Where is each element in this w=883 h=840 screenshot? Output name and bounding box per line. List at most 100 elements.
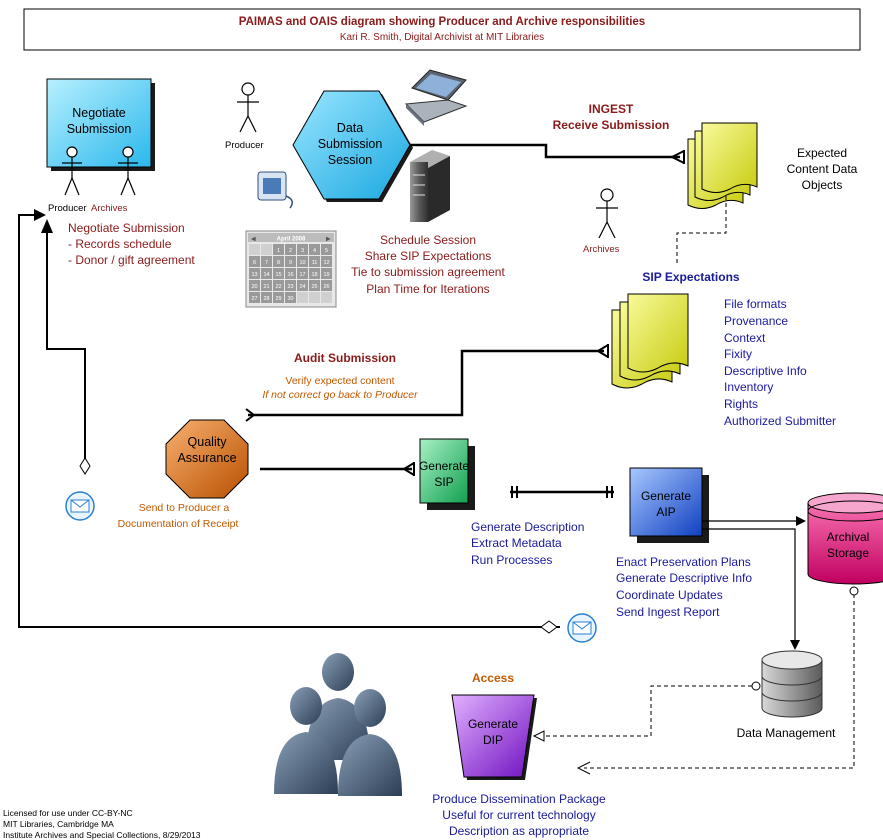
calendar-day: 25	[311, 284, 317, 290]
calendar-cell	[309, 292, 320, 303]
header-box	[23, 8, 861, 51]
calendar-cell	[321, 268, 332, 279]
calendar-cell	[273, 268, 284, 279]
negotiate-actor-producer: Producer	[48, 203, 87, 214]
aip-note: Enact Preservation Plans	[616, 555, 751, 569]
qa-line-2: Assurance	[177, 451, 236, 465]
calendar-cell	[273, 256, 284, 267]
envelope-ingest-report-icon	[567, 613, 597, 643]
receipt-connector	[46, 224, 86, 460]
storage-to-dip-arrowhead	[576, 761, 591, 775]
audit-line-2: If not correct go back to Producer	[262, 389, 418, 401]
access-title: Access	[472, 671, 514, 685]
license-block: Licensed for use under CC-BY-NC MIT Libr…	[3, 808, 201, 840]
calendar-day: 12	[323, 260, 329, 266]
dm-port	[751, 681, 761, 691]
calendar-day: 21	[263, 284, 269, 290]
calendar-cell	[261, 280, 272, 291]
ingest-title-1: INGEST	[589, 102, 634, 116]
calendar-cell	[297, 256, 308, 267]
session-note: Tie to submission agreement	[351, 265, 505, 279]
calendar-day: 17	[299, 272, 305, 278]
sip-expectation-item: Inventory	[724, 380, 773, 394]
ingest-arrowhead	[671, 150, 685, 164]
ingest-archives-actor-icon	[596, 188, 618, 239]
sip-expectation-item: File formats	[724, 297, 787, 311]
aip-line-1: Generate	[641, 489, 691, 503]
dip-line-1: Generate	[468, 717, 518, 731]
data-management-label: Data Management	[737, 726, 836, 740]
calendar-day: 29	[275, 296, 281, 302]
audit-line-1: Verify expected content	[285, 375, 394, 387]
calendar-day: 27	[251, 296, 257, 302]
calendar-day: 5	[325, 248, 328, 254]
sip-note: Run Processes	[471, 553, 552, 567]
ingest-report-diamond	[540, 620, 558, 634]
calendar-cell	[249, 244, 260, 255]
session-note: Schedule Session	[380, 233, 476, 247]
calendar-cell	[321, 244, 332, 255]
audit-title: Audit Submission	[294, 351, 396, 365]
calendar-day: 15	[275, 272, 281, 278]
calendar-day: 4	[313, 248, 316, 254]
sip-expectation-item: Context	[724, 331, 766, 345]
calendar-cell	[249, 256, 260, 267]
calendar-cell	[249, 280, 260, 291]
aip-note: Coordinate Updates	[616, 588, 723, 602]
calendar-day: 24	[299, 284, 305, 290]
negotiate-box-label-2: Submission	[67, 122, 132, 136]
calendar-day: 14	[263, 272, 269, 278]
calendar-day: 18	[311, 272, 317, 278]
calendar-day: 6	[253, 260, 256, 266]
calendar-day: 9	[289, 260, 292, 266]
sip-expectations-list: File formats Provenance Context Fixity D…	[724, 297, 836, 428]
receipt-arrowhead	[41, 219, 53, 233]
calendar-cell	[297, 292, 308, 303]
sip-expectation-item: Authorized Submitter	[724, 414, 836, 428]
negotiate-note: Negotiate Submission	[68, 221, 185, 235]
objects-label-line: Expected	[797, 146, 847, 160]
dm-to-dip-dashed	[544, 685, 752, 737]
dip-line-2: DIP	[483, 733, 503, 747]
audit-arrowhead-right	[597, 344, 609, 358]
sip-expectations-stack	[611, 293, 689, 389]
svg-text:◀: ◀	[251, 237, 256, 243]
svg-text:▶: ▶	[326, 237, 331, 243]
calendar-day: 3	[301, 248, 304, 254]
calendar-day: 19	[323, 272, 329, 278]
calendar-cell	[285, 244, 296, 255]
content-objects-stack	[687, 122, 758, 209]
calendar-day: 20	[251, 284, 257, 290]
objects-label-line: Content Data	[787, 162, 858, 176]
consumers-group-icon	[274, 653, 402, 796]
aip-to-dm-connector	[702, 528, 796, 644]
data-management-database-icon	[761, 650, 823, 718]
session-notes: Schedule Session Share SIP Expectations …	[351, 233, 505, 296]
calendar-day: 23	[287, 284, 293, 290]
aip-line-2: AIP	[656, 505, 675, 519]
license-line: Institute Archives and Special Collectio…	[3, 830, 201, 840]
access-note: Useful for current technology	[442, 808, 595, 822]
sip-aip-bars	[511, 486, 613, 498]
ingest-report-arrowhead	[34, 209, 46, 221]
calendar-cell	[273, 280, 284, 291]
calendar-day: 26	[323, 284, 329, 290]
quality-assurance-octagon	[165, 419, 249, 499]
producer-actor-icon	[237, 82, 259, 133]
actor-producer-icon	[62, 146, 82, 196]
calendar-cell	[309, 268, 320, 279]
calendar-cell	[321, 292, 332, 303]
calendar-cell	[285, 292, 296, 303]
calendar-cell	[261, 256, 272, 267]
calendar-day: 8	[277, 260, 280, 266]
storage-line-1: Archival	[827, 530, 870, 544]
ingest-connector	[410, 143, 680, 159]
hex-label-1: Data	[337, 121, 363, 135]
session-note: Plan Time for Iterations	[366, 282, 489, 296]
calendar-cell	[309, 244, 320, 255]
generate-dip-shape	[451, 694, 535, 778]
calendar-cell	[297, 268, 308, 279]
actor-archives-icon	[118, 146, 138, 196]
objects-label-line: Objects	[802, 178, 843, 192]
objects-label: Expected Content Data Objects	[787, 146, 858, 192]
